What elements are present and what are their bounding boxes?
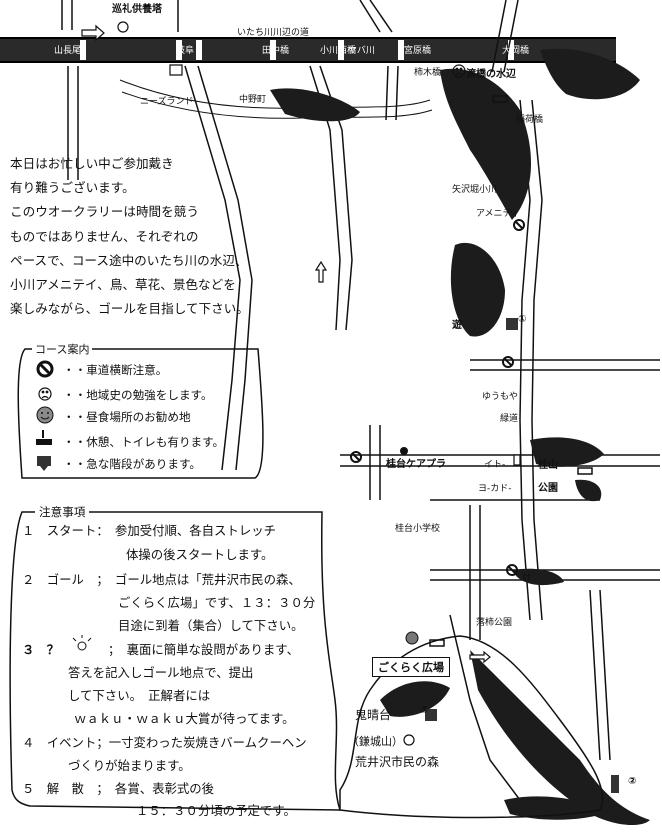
legend-item-crossing: ・・車道横断注意。 xyxy=(63,363,168,377)
note-start: １ スタート： 参加受付順、各自ストレッチ xyxy=(22,523,277,538)
label-arai-forest: 荒井沢市民の森 xyxy=(355,755,440,769)
intro-line: 楽しみながら、ゴールを目指して下さい。 xyxy=(10,301,249,317)
intro-line: 本日はお忙しい中ご参加戴き xyxy=(10,156,174,171)
label-checkpoint-1: ① xyxy=(518,314,527,325)
note-goal: ２ ゴール ； ゴール地点は「荒井沢市民の森、 xyxy=(22,572,301,587)
label-inari-bridge: 稲荷橋 xyxy=(516,115,544,125)
sad-face-icon xyxy=(117,21,466,746)
label-katsuradai-care: 桂台ケアプラ xyxy=(386,459,446,470)
note-start-2: 体操の後スタートします。 xyxy=(126,547,274,562)
intro-line: ペースで、コース途中のいたち川の水辺、 xyxy=(10,252,248,268)
sad-face-icon xyxy=(38,387,52,401)
label-station-6: 宮原橋 xyxy=(404,46,432,56)
direction-arrows xyxy=(81,24,521,664)
legend-item-rest: ・・休憩、トイレも有ります。 xyxy=(63,435,225,449)
label-school: 桂台小学校 xyxy=(395,524,441,534)
note-dismiss-2: １５：３０分頃の予定です。 xyxy=(136,803,296,818)
label-ito: イト- xyxy=(484,460,506,470)
intro-paragraph: 本日はお忙しい中ご参加戴き 有り難うございます。 このウオークラリーは時間を競う… xyxy=(10,152,300,321)
legend-item-stairs: ・・急な階段があります。 xyxy=(63,457,201,471)
label-yokado: ヨ-カド- xyxy=(478,484,512,494)
notes-title: 注意事項 xyxy=(35,504,90,520)
label-katsurayama: 桂山 xyxy=(538,460,558,471)
intro-line: ものではありません、それぞれの xyxy=(10,228,199,244)
forest-areas xyxy=(270,48,650,826)
railway-line xyxy=(0,37,616,63)
label-river-path: いたち川川辺の道 xyxy=(237,28,310,38)
label-shrine: 巡礼供養塔 xyxy=(112,4,162,15)
note-quiz-2: 答えを記入しゴール地点で、提出 xyxy=(68,665,254,680)
rest-toilet-icon xyxy=(429,95,593,647)
intro-line: このウオークラリーは時間を競う xyxy=(10,204,199,220)
label-station-5: ヤバ川 xyxy=(348,46,375,56)
legend-item-history: ・・地域史の勉強をします。 xyxy=(63,388,213,402)
start-marker-icon xyxy=(400,447,408,455)
label-kisedai-sub: （鎌城山） xyxy=(348,735,403,748)
label-yuumoya: ゆうもや xyxy=(482,392,519,402)
no-entry-icon xyxy=(36,360,54,378)
steep-stairs-icon xyxy=(425,318,619,793)
label-news-land: ニーズランド xyxy=(140,97,194,107)
no-entry-icon xyxy=(350,219,525,576)
label-station-2: 岐阜 xyxy=(176,46,195,56)
forest-outline xyxy=(339,635,604,819)
label-yazawa: 矢沢堀小川 xyxy=(452,185,498,195)
label-checkpoint-3: ③ xyxy=(420,705,429,716)
roads xyxy=(61,0,660,801)
label-station-4: 小川西橋 xyxy=(320,46,357,56)
intro-line: 有り難うございます。 xyxy=(10,180,135,196)
smile-face-icon xyxy=(405,631,419,645)
smile-face-icon xyxy=(36,406,54,424)
legend-title: コース案内 xyxy=(32,341,93,357)
note-event: ４ イベント；一寸変わった炭焼きバームクーヘン xyxy=(22,735,307,750)
note-goal-2: ごくらく広場」です、１３：３０分 xyxy=(118,595,316,610)
note-goal-3: 目途に到着（集合）して下さい。 xyxy=(118,618,304,633)
label-ochikaki-park: 落柿公園 xyxy=(476,618,513,628)
label-station-1: 山長尾 xyxy=(54,46,82,56)
label-station-7: 大岡橋 xyxy=(502,46,530,56)
steep-stairs-icon xyxy=(37,456,51,471)
rest-toilet-icon xyxy=(36,430,52,445)
label-waterside: 渡橋の水辺 xyxy=(466,69,516,80)
label-nakano: 中野町 xyxy=(239,95,267,105)
note-dismiss: ５ 解 散 ； 各賞、表彰式の後 xyxy=(22,781,215,796)
note-quiz-3: して下さい。 正解者には xyxy=(68,688,211,703)
goal-plaza-badge: ごくらく広場 xyxy=(372,657,450,677)
label-ryokudo: 緑道 xyxy=(500,414,519,424)
label-amenity: アメニティ xyxy=(476,209,521,219)
intro-line: 小川アメニテイ、鳥、草花、景色などを xyxy=(10,277,236,293)
note-quiz-number: ３ ？ xyxy=(22,642,60,657)
note-quiz: ； 裏面に簡単な設問があります、 xyxy=(108,642,300,657)
label-station-3: 田中橋 xyxy=(262,46,290,56)
label-kisedai: 鬼晴台 xyxy=(355,708,392,722)
note-event-2: づくりが始まります。 xyxy=(68,758,191,773)
label-kei: 計 xyxy=(522,573,532,583)
label-kakiuchi: 柿木橋 xyxy=(414,68,442,78)
legend-item-lunch: ・・昼食場所のお勧め地 xyxy=(63,410,191,424)
label-checkpoint-2: ② xyxy=(628,776,637,787)
lightbulb-icon xyxy=(72,635,92,651)
label-park: 公園 xyxy=(538,483,558,494)
label-asobi: 遊 xyxy=(452,320,462,331)
note-quiz-4: ｗａｋｕ・ｗａｋｕ大賞が待ってます。 xyxy=(74,711,295,726)
